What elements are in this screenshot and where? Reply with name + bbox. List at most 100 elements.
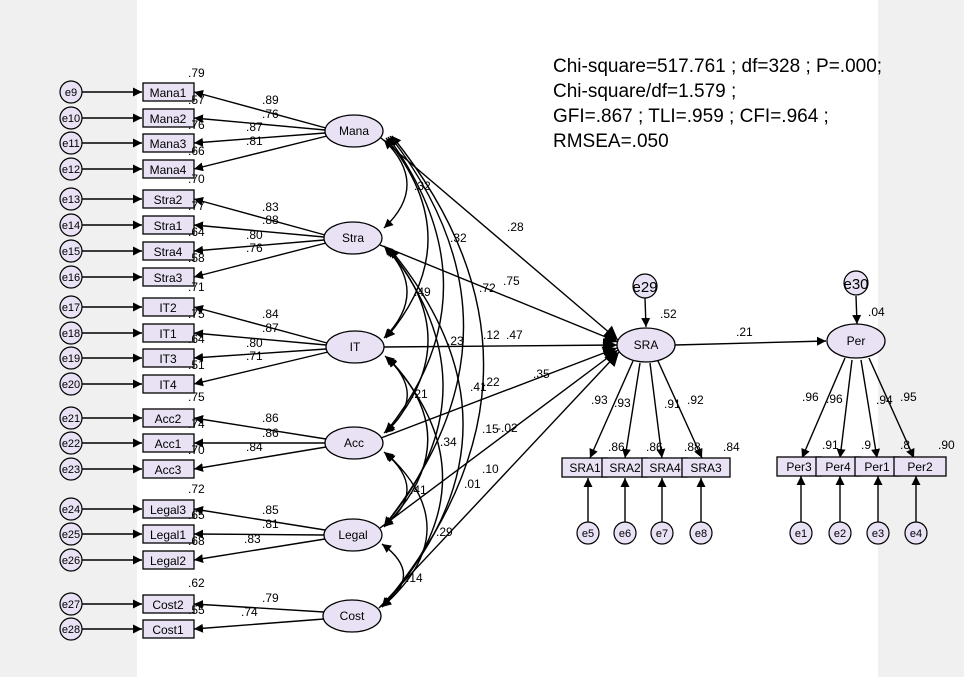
r-squared-value: .70	[188, 443, 205, 457]
error-node[interactable]: e29	[632, 273, 658, 299]
error-node[interactable]: e21	[59, 406, 83, 430]
error-node[interactable]: e13	[59, 187, 83, 211]
indicator-box[interactable]: Acc1	[142, 433, 195, 453]
error-node[interactable]: e27	[59, 592, 83, 616]
loading-value: .79	[262, 591, 279, 605]
loading-value: .88	[262, 213, 279, 227]
error-node[interactable]: e28	[59, 617, 83, 641]
indicator-box[interactable]: SRA1	[561, 457, 608, 478]
latent-legal[interactable]: Legal	[323, 518, 383, 552]
error-node[interactable]: e6	[613, 521, 637, 545]
loading-value: .93	[614, 396, 631, 410]
r-squared-value: .79	[188, 66, 205, 80]
indicator-box[interactable]: Per1	[854, 456, 900, 477]
fit-line-4: RMSEA=.050	[553, 131, 669, 152]
indicator-box[interactable]: Mana3	[142, 133, 195, 153]
indicator-label: IT1	[159, 327, 177, 341]
right-arrows	[583, 295, 921, 522]
error-node[interactable]: e7	[650, 521, 674, 545]
error-node[interactable]: e23	[59, 457, 83, 481]
indicator-box[interactable]: Stra1	[142, 215, 195, 235]
error-node[interactable]: e10	[59, 106, 83, 130]
indicator-box[interactable]: SRA2	[601, 457, 648, 478]
error-node[interactable]: e16	[59, 265, 83, 289]
error-node[interactable]: e11	[59, 131, 83, 155]
indicator-box[interactable]: Stra4	[142, 241, 195, 261]
loading-value: .80	[246, 336, 263, 350]
path-value: .21	[736, 325, 753, 339]
indicator-box[interactable]: Per2	[893, 456, 947, 477]
latent-label: IT	[350, 340, 361, 354]
error-node[interactable]: e26	[59, 548, 83, 572]
indicator-label: Per2	[907, 460, 933, 474]
indicator-box[interactable]: Acc2	[142, 408, 195, 428]
indicator-box[interactable]: Legal2	[142, 550, 195, 570]
indicator-label: Per4	[825, 460, 851, 474]
indicator-box[interactable]: Cost2	[142, 594, 195, 614]
r-squared-value: .52	[660, 307, 677, 321]
error-node[interactable]: e24	[59, 497, 83, 521]
indicator-label: IT2	[159, 301, 177, 315]
latent-cost[interactable]: Cost	[322, 599, 382, 633]
left-error-arrows	[82, 87, 142, 634]
error-node[interactable]: e2	[828, 521, 852, 545]
error-node[interactable]: e5	[576, 521, 600, 545]
error-node[interactable]: e4	[904, 521, 928, 545]
error-node[interactable]: e17	[59, 295, 83, 319]
latent-acc[interactable]: Acc	[324, 426, 384, 460]
latent-mana[interactable]: Mana	[324, 114, 384, 148]
indicator-box[interactable]: Mana1	[142, 82, 195, 102]
error-node[interactable]: e30	[843, 270, 869, 296]
indicator-box[interactable]: Cost1	[142, 619, 195, 639]
path-value: .12	[483, 328, 500, 342]
indicator-label: Mana2	[150, 112, 187, 126]
error-node[interactable]: e18	[59, 321, 83, 345]
indicator-box[interactable]: IT1	[142, 323, 195, 343]
error-node[interactable]: e22	[59, 431, 83, 455]
latent-label: SRA	[634, 338, 659, 352]
r-squared-value: .51	[188, 358, 205, 372]
indicator-label: Cost2	[152, 598, 184, 612]
indicator-box[interactable]: Per3	[776, 456, 822, 477]
r-squared-value: .75	[188, 390, 205, 404]
r-squared-value: .65	[188, 508, 205, 522]
indicator-box[interactable]: IT3	[142, 348, 195, 368]
indicator-box[interactable]: Acc3	[142, 459, 195, 479]
error-node[interactable]: e8	[689, 521, 713, 545]
error-node[interactable]: e9	[59, 80, 83, 104]
error-node[interactable]: e25	[59, 522, 83, 546]
indicator-box[interactable]: Legal3	[142, 499, 195, 519]
error-node[interactable]: e14	[59, 213, 83, 237]
fit-line-1: Chi-square=517.761 ; df=328 ; P=.000;	[553, 56, 882, 77]
error-label: e7	[656, 528, 668, 540]
error-label: e24	[62, 504, 80, 516]
indicator-label: Stra2	[154, 193, 183, 207]
error-label: e11	[62, 138, 80, 150]
loading-arrows	[193, 90, 329, 633]
error-node[interactable]: e19	[59, 346, 83, 370]
error-node[interactable]: e20	[59, 372, 83, 396]
error-node[interactable]: e1	[789, 521, 813, 545]
latent-it[interactable]: IT	[325, 330, 385, 364]
indicator-box[interactable]: Per4	[815, 456, 861, 477]
indicator-box[interactable]: IT2	[142, 297, 195, 317]
indicator-box[interactable]: Stra2	[142, 189, 195, 209]
indicator-box[interactable]: SRA4	[641, 457, 688, 478]
indicator-box[interactable]: Legal1	[142, 524, 195, 544]
latent-sra[interactable]: SRA	[616, 327, 676, 363]
r-squared-value: .64	[188, 225, 205, 239]
error-node[interactable]: e3	[866, 521, 890, 545]
error-node[interactable]: e12	[59, 157, 83, 181]
error-node[interactable]: e15	[59, 239, 83, 263]
indicator-box[interactable]: Mana2	[142, 108, 195, 128]
latent-stra[interactable]: Stra	[323, 221, 383, 255]
loading-value: .96	[802, 390, 819, 404]
indicator-box[interactable]: SRA3	[681, 457, 731, 478]
error-label: e20	[62, 379, 80, 391]
indicator-box[interactable]: Mana4	[142, 159, 195, 179]
indicator-box[interactable]: Stra3	[142, 267, 195, 287]
latent-per[interactable]: Per	[826, 323, 886, 359]
indicator-box[interactable]: IT4	[142, 374, 195, 394]
correlation-value: .23	[447, 334, 464, 348]
loading-value: .95	[900, 390, 917, 404]
